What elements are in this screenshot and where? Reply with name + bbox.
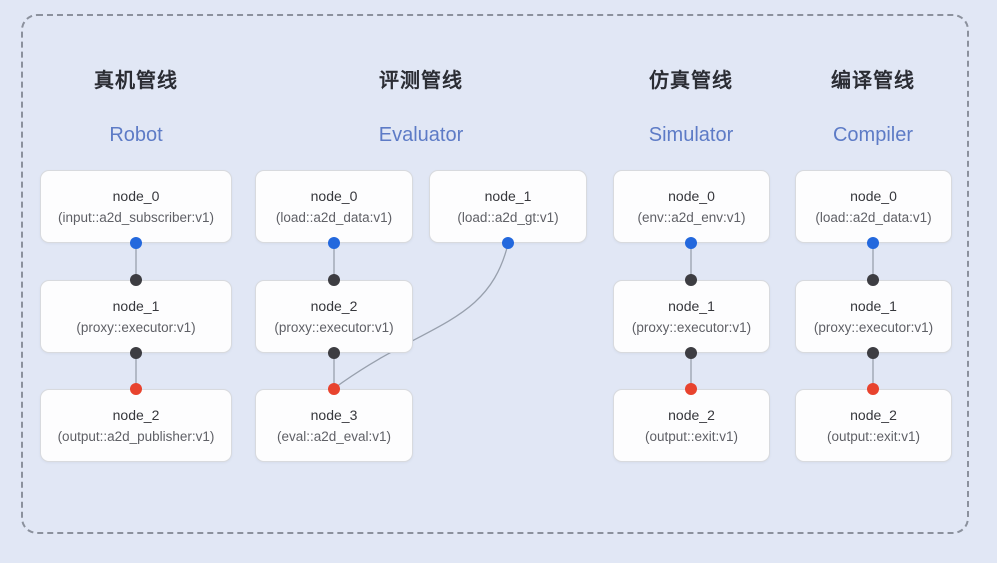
node-type: (proxy::executor:v1) (274, 319, 394, 335)
node-name: node_2 (310, 297, 358, 314)
pipeline-title-zh-simulator: 仿真管线 (649, 70, 733, 92)
node-name: node_3 (310, 406, 358, 423)
node-name: node_0 (112, 187, 160, 204)
node-type: (output::exit:v1) (644, 428, 739, 444)
port-dot-blue (685, 237, 697, 249)
node-box-robot-node1: node_1 (proxy::executor:v1) (40, 280, 232, 353)
node-box-eval-node3: node_3 (eval::a2d_eval:v1) (255, 389, 413, 462)
port-dot-red (867, 383, 879, 395)
pipeline-title-en-compiler: Compiler (832, 124, 914, 146)
port-dot-dark (130, 347, 142, 359)
node-type: (load::a2d_data:v1) (275, 209, 393, 225)
node-type: (eval::a2d_eval:v1) (276, 428, 392, 444)
edge-eval-n1-n3 (335, 243, 509, 388)
port-dot-dark (130, 274, 142, 286)
node-type: (input::a2d_subscriber:v1) (57, 209, 215, 225)
node-name: node_1 (668, 297, 715, 314)
port-dot-red (130, 383, 142, 395)
diagram-frame (21, 14, 969, 534)
pipeline-title-en-evaluator: Evaluator (378, 124, 464, 146)
node-name: node_2 (112, 406, 160, 423)
node-type: (output::exit:v1) (826, 428, 921, 444)
node-name: node_0 (310, 187, 358, 204)
port-dot-dark (328, 347, 340, 359)
node-type: (proxy::executor:v1) (631, 319, 752, 335)
node-box-sim-node2: node_2 (output::exit:v1) (613, 389, 770, 462)
node-name: node_2 (850, 406, 897, 423)
node-box-eval-node0: node_0 (load::a2d_data:v1) (255, 170, 413, 243)
node-name: node_1 (850, 297, 897, 314)
port-dot-blue (328, 237, 340, 249)
node-name: node_2 (668, 406, 715, 423)
pipeline-title-zh-compiler: 编译管线 (831, 70, 915, 92)
port-dot-dark (867, 274, 879, 286)
node-box-robot-node2: node_2 (output::a2d_publisher:v1) (40, 389, 232, 462)
port-dot-red (685, 383, 697, 395)
node-name: node_0 (850, 187, 897, 204)
node-name: node_1 (484, 187, 532, 204)
port-dot-dark (685, 347, 697, 359)
node-type: (load::a2d_data:v1) (815, 209, 932, 225)
node-box-comp-node1: node_1 (proxy::executor:v1) (795, 280, 952, 353)
node-type: (proxy::executor:v1) (76, 319, 196, 335)
port-dot-blue (502, 237, 514, 249)
port-dot-dark (685, 274, 697, 286)
node-box-sim-node1: node_1 (proxy::executor:v1) (613, 280, 770, 353)
node-type: (env::a2d_env:v1) (637, 209, 746, 225)
port-dot-blue (867, 237, 879, 249)
pipeline-title-en-simulator: Simulator (648, 124, 734, 146)
node-box-comp-node2: node_2 (output::exit:v1) (795, 389, 952, 462)
pipeline-title-en-robot: Robot (109, 124, 163, 146)
node-box-eval-node1: node_1 (load::a2d_gt:v1) (429, 170, 587, 243)
node-type: (proxy::executor:v1) (813, 319, 934, 335)
node-type: (load::a2d_gt:v1) (457, 209, 559, 225)
node-name: node_1 (112, 297, 160, 314)
node-box-robot-node0: node_0 (input::a2d_subscriber:v1) (40, 170, 232, 243)
pipeline-title-zh-evaluator: 评测管线 (379, 70, 463, 92)
port-dot-dark (867, 347, 879, 359)
node-box-comp-node0: node_0 (load::a2d_data:v1) (795, 170, 952, 243)
node-box-sim-node0: node_0 (env::a2d_env:v1) (613, 170, 770, 243)
node-name: node_0 (668, 187, 715, 204)
node-type: (output::a2d_publisher:v1) (57, 428, 215, 444)
port-dot-dark (328, 274, 340, 286)
port-dot-red (328, 383, 340, 395)
port-dot-blue (130, 237, 142, 249)
pipeline-title-zh-robot: 真机管线 (94, 70, 178, 92)
node-box-eval-node2: node_2 (proxy::executor:v1) (255, 280, 413, 353)
